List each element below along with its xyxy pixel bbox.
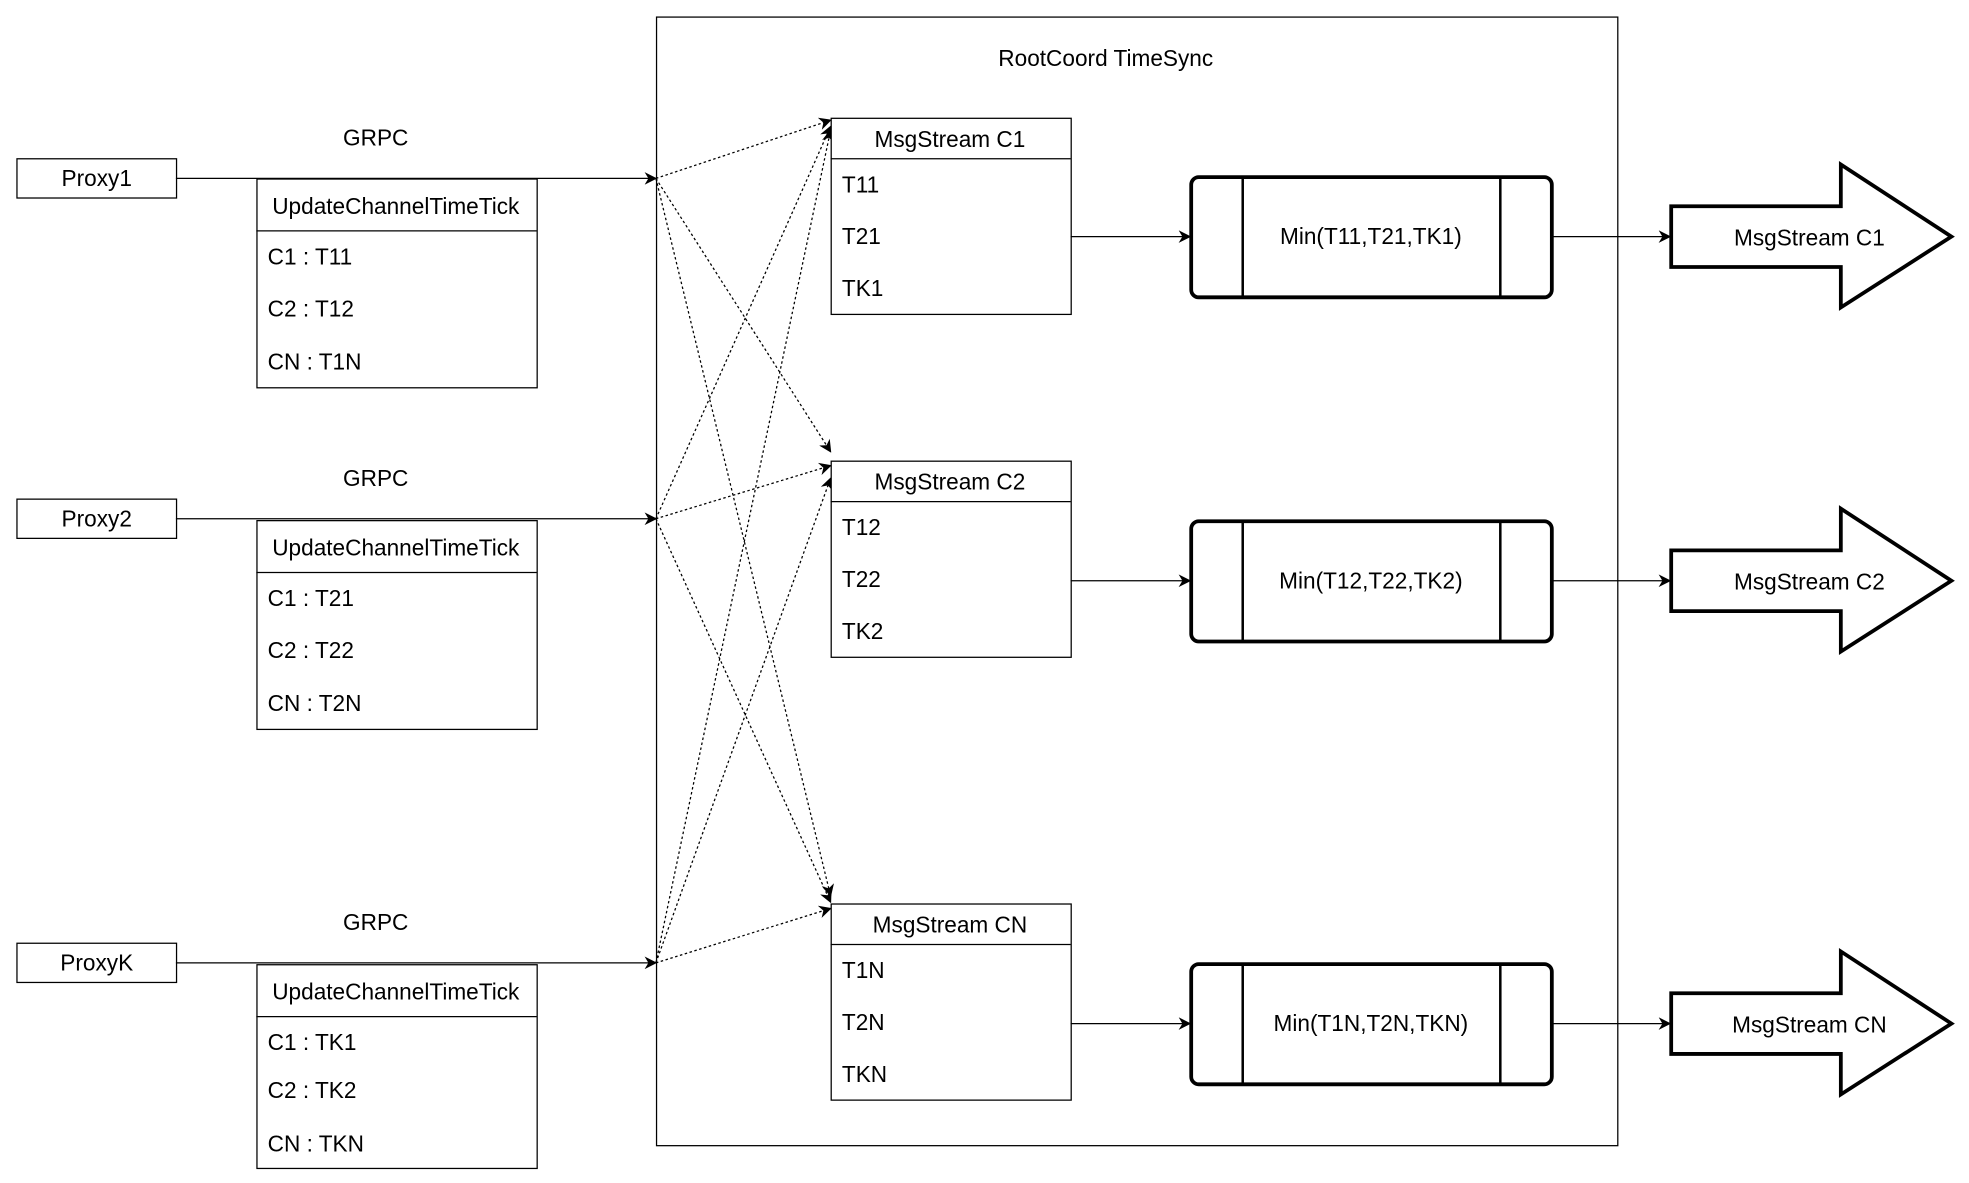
output-arrow-shape	[1669, 947, 1955, 1098]
update-channel-time-tick-table	[256, 520, 538, 731]
output-label: MsgStream CN	[1732, 1011, 1887, 1037]
proxy-label: Proxy2	[62, 505, 132, 531]
msgstream-header: MsgStream CN	[873, 911, 1028, 937]
timetick-dispatch-line	[655, 178, 832, 453]
msgstream-table	[830, 903, 1072, 1101]
proxy-box[interactable]	[16, 498, 178, 539]
timetick-dispatch-line	[655, 178, 834, 898]
timetick-dispatch-line	[655, 477, 833, 964]
table-row: C1 : T11	[268, 243, 353, 269]
min-label: Min(T12,T22,TK2)	[1279, 567, 1462, 593]
table-row: TK1	[842, 275, 883, 301]
table-row: C2 : TK2	[268, 1077, 357, 1103]
output-label: MsgStream C2	[1734, 569, 1885, 595]
container-title: RootCoord TimeSync	[998, 45, 1213, 71]
timetick-dispatch-line	[655, 518, 832, 904]
table-row: T1N	[842, 957, 885, 983]
table-row: CN : T2N	[268, 690, 362, 716]
table-row: T21	[842, 223, 881, 249]
table-row: C1 : T21	[268, 585, 354, 611]
timetick-dispatch-line	[655, 117, 832, 179]
table-row: CN : TKN	[268, 1130, 364, 1156]
table-header: UpdateChannelTimeTick	[272, 534, 520, 560]
table-row: T2N	[842, 1009, 885, 1035]
proxy-label: ProxyK	[60, 949, 133, 975]
table-row: TK2	[842, 618, 883, 644]
timetick-dispatch-line	[655, 129, 835, 963]
table-row: CN : T1N	[268, 348, 362, 374]
proxy-label: Proxy1	[62, 165, 132, 191]
min-label: Min(T11,T21,TK1)	[1280, 223, 1462, 249]
timetick-dispatch-line	[655, 905, 832, 964]
timetick-dispatch-line	[655, 125, 832, 520]
timetick-dispatch-line	[655, 462, 832, 520]
output-label: MsgStream C1	[1734, 224, 1885, 250]
update-channel-time-tick-table	[256, 178, 538, 389]
grpc-label: GRPC	[343, 124, 408, 150]
table-row: TKN	[842, 1061, 887, 1087]
proxy-group: Proxy2 GRPC UpdateChannelTimeTick C1 : T21C…	[16, 465, 658, 731]
msgstream-table	[830, 117, 1072, 316]
table-row: T12	[842, 514, 881, 540]
proxy-group: Proxy1 GRPC UpdateChannelTimeTick C1 : T11C…	[16, 124, 658, 389]
table-row: T11	[842, 171, 879, 197]
table-row: T22	[842, 566, 881, 592]
msgstream-header: MsgStream C2	[875, 469, 1026, 495]
update-channel-time-tick-table	[256, 964, 538, 1170]
msgstream-header: MsgStream C1	[875, 126, 1026, 152]
table-header: UpdateChannelTimeTick	[272, 193, 520, 219]
proxy-group: ProxyK GRPC UpdateChannelTimeTick C1 : TK1C…	[16, 909, 658, 1170]
proxy-box[interactable]	[16, 158, 178, 199]
msgstream-table	[830, 460, 1072, 658]
proxy-box[interactable]	[16, 942, 178, 984]
output-arrow-shape	[1669, 505, 1955, 656]
table-row: C1 : TK1	[268, 1029, 357, 1055]
stream-group: MsgStream CN T1N T2N TKN Min(T1N,T2N,TKN) Msg…	[830, 903, 1955, 1101]
grpc-label: GRPC	[343, 909, 408, 935]
min-label: Min(T1N,T2N,TKN)	[1274, 1010, 1469, 1036]
table-header: UpdateChannelTimeTick	[272, 978, 520, 1004]
output-arrow-shape	[1669, 160, 1955, 311]
grpc-label: GRPC	[343, 465, 408, 491]
table-row: C2 : T12	[268, 295, 354, 321]
table-row: C2 : T22	[268, 637, 354, 663]
